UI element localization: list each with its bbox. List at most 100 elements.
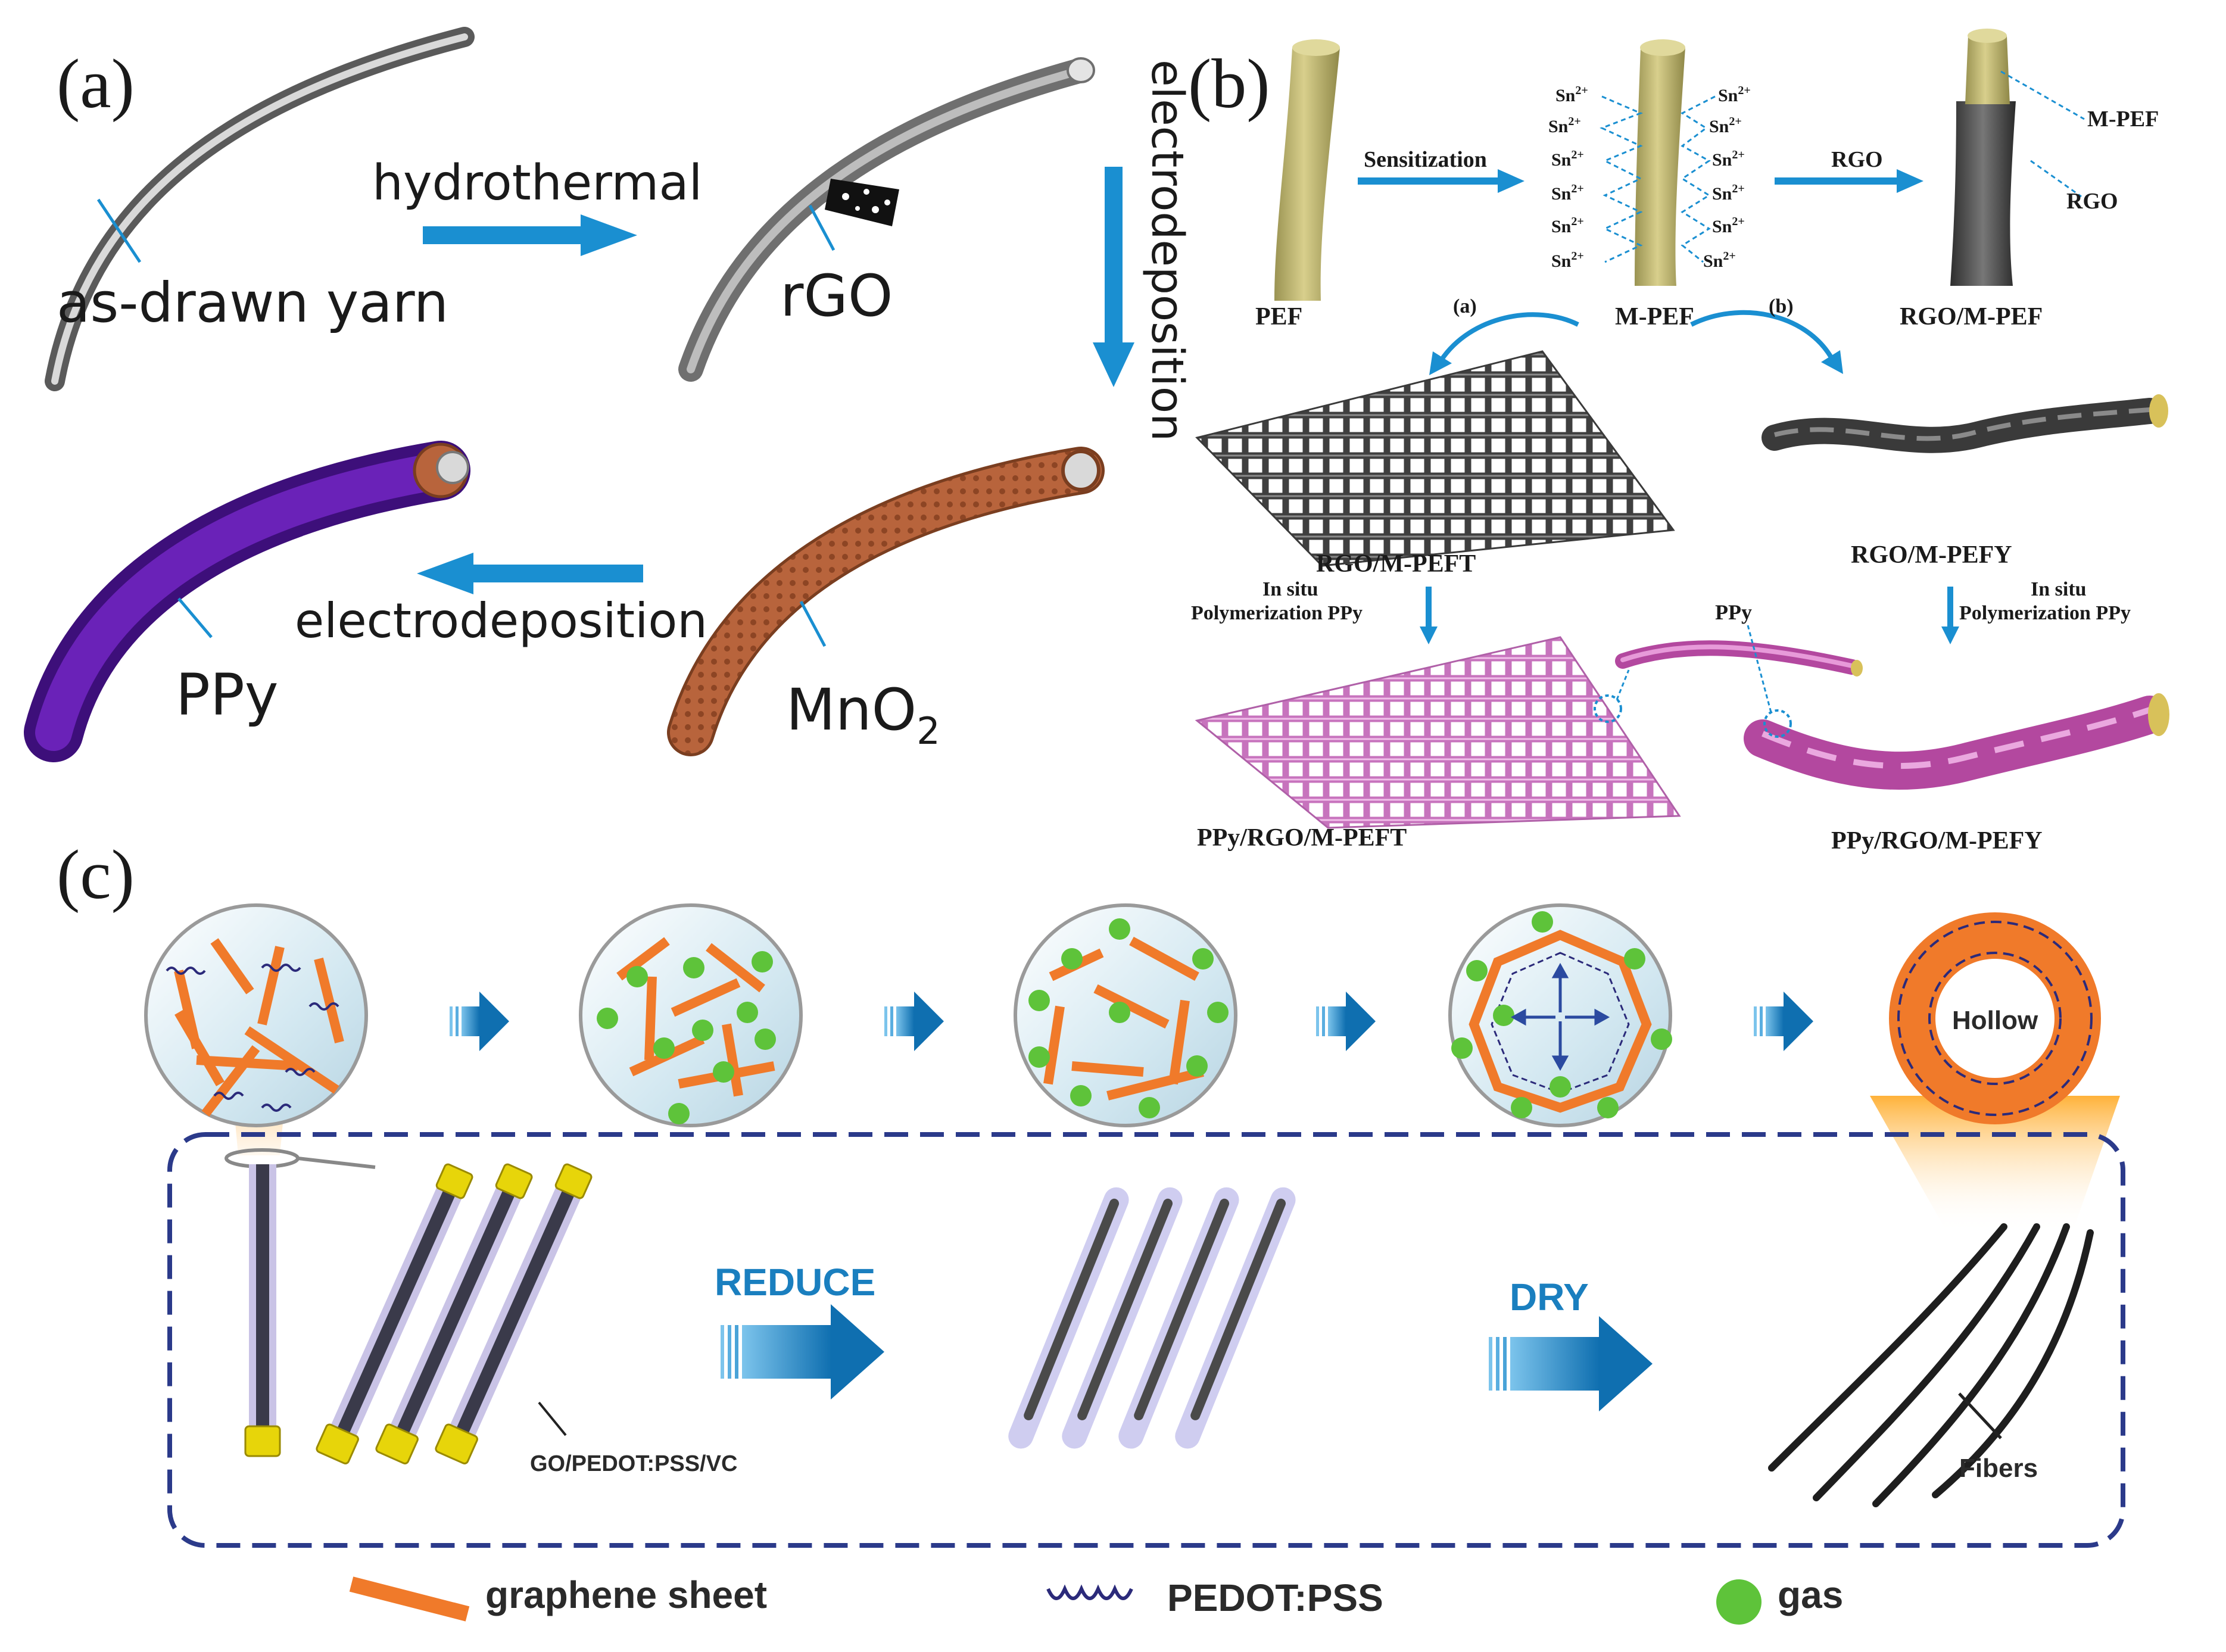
in-situ-right-arrow-head [1941,626,1959,644]
stage-arrow-1 [450,992,509,1051]
rgo-m-pefy-yarn [1762,394,2168,453]
m-pef-label: M-PEF [1615,303,1694,331]
sn-ion-l3: Sn2+ [1551,148,1584,170]
as-drawn-yarn-leader [96,198,142,263]
fibers-label: Fibers [1959,1454,2038,1483]
route-b-arrow [1690,310,1834,359]
pef-fiber [1274,48,1340,301]
panel-a-label: (a) [57,45,135,123]
as-drawn-yarn-label: as-drawn yarn [57,271,448,335]
dry-label: DRY [1510,1276,1589,1319]
rgo-arrow-head [1897,169,1923,193]
panel-a: (a) as-drawn yarn hydrothermal rGO elec [24,27,1193,762]
in-situ-right-line2: Polymerization PPy [1959,602,2131,624]
route-a-arrow [1439,312,1579,362]
stage-circle-4 [1448,903,1672,1127]
rgo-sheet-icon [825,179,899,226]
in-situ-left-line2: Polymerization PPy [1191,602,1363,624]
sensitization-arrow-shaft [1358,177,1501,185]
route-b-label: (b) [1769,295,1794,317]
electrodeposition-vertical-arrow [1093,167,1134,387]
m-pef-fiber [1635,48,1685,286]
rgo-m-pefy-label: RGO/M-PEFY [1851,541,2012,569]
sn-ion-r6: Sn2+ [1703,250,1736,271]
electrodeposition-horizontal-label: electrodeposition [295,593,707,649]
sn-ion-l2: Sn2+ [1548,115,1581,136]
ppy-rgo-m-pefy-yarn [1744,693,2169,790]
precursor-fibers [244,1163,593,1464]
sn-ion-r2: Sn2+ [1709,115,1742,136]
stage-arrow-4 [1754,992,1813,1051]
rgo-m-peft-fabric [1195,350,1675,567]
rgo-m-pef-label: RGO/M-PEF [1900,303,2043,331]
legend-gas-label: gas [1778,1573,1843,1616]
right-beam [1870,1096,2120,1233]
rgo-m-peft-label: RGO/M-PEFT [1316,550,1476,578]
sn-ion-r5: Sn2+ [1712,215,1745,236]
stage-circle-3 [1014,903,1237,1127]
sn-ion-l5: Sn2+ [1551,215,1584,236]
dried-fibers [1768,1223,2094,1507]
fibers-leader [1958,1392,2002,1439]
panel-c: (c) [57,836,2125,1625]
route-a-label: (a) [1453,295,1477,317]
ppy-rgo-m-pefy-label: PPy/RGO/M-PEFY [1831,827,2043,855]
sn-ion-r3: Sn2+ [1712,148,1745,170]
panel-c-label: (c) [57,836,135,914]
hydrothermal-arrow [423,214,637,256]
reduce-label: REDUCE [715,1261,875,1304]
sensitization-label: Sensitization [1364,147,1487,172]
ppy-single-fiber [1615,640,1863,700]
sn-ion-l4: Sn2+ [1551,182,1584,204]
pef-label: PEF [1255,303,1302,331]
legend-graphene-sheet: graphene sheet [349,1573,767,1622]
legend-gas: gas [1716,1573,1843,1625]
rgo-arrow-shaft [1775,177,1900,185]
process-dashed-box [167,1132,2125,1548]
sn-ion-links [1600,95,1716,263]
stage-circle-1 [144,903,368,1127]
rgo-label: rGO [780,263,893,329]
legend-pedot-pss: PEDOT:PSS [1046,1576,1383,1619]
legend: graphene sheet PEDOT:PSS gas [349,1573,1843,1625]
panel-b-label: (b) [1188,45,1270,123]
hollow-ring [1889,912,2101,1124]
rgo-arrow-label: RGO [1831,147,1883,172]
ppy-callout-label: PPy [1715,600,1752,624]
sn-ion-r1: Sn2+ [1718,84,1751,105]
hydrothermal-label: hydrothermal [372,155,702,211]
precursor-label: GO/PEDOT:PSS/VC [530,1451,737,1476]
rgo-m-pef-fiber [1950,101,2016,286]
electrodeposition-horizontal-arrow [417,553,643,594]
dry-arrow [1489,1316,1653,1411]
legend-graphene-label: graphene sheet [485,1573,767,1616]
ppy-fabric-zoom-circle [1594,694,1622,723]
sensitization-arrow-head [1498,169,1524,193]
in-situ-left-line1: In situ [1262,578,1318,600]
in-situ-left-arrow-head [1420,626,1438,644]
mno2-label: MnO2 [786,677,940,753]
rgo-leader [808,204,835,251]
precursor-leader [538,1401,567,1436]
ppy-label: PPy [176,662,279,728]
ppy-callout-leader [1747,625,1773,715]
ppy-rgo-m-peft-label: PPy/RGO/M-PEFT [1197,824,1407,852]
sn-ion-l6: Sn2+ [1551,250,1584,271]
in-situ-right-line1: In situ [2031,578,2087,600]
mno2-leader [799,600,827,647]
sn-ion-r4: Sn2+ [1712,182,1745,204]
stage-arrow-3 [1316,992,1376,1051]
in-situ-left-arrow-shaft [1426,587,1432,628]
stage-circle-2 [579,903,803,1127]
reduced-tubes [1008,1187,1296,1449]
panel-b: (b) PEF Sensitization Sn2+ Sn2+ Sn2+ Sn2… [1188,29,2169,855]
m-pef-callout: M-PEF [2087,107,2159,132]
sn-ion-labels: Sn2+ Sn2+ Sn2+ Sn2+ Sn2+ Sn2+ Sn2+ Sn2+ … [1548,84,1751,271]
ppy-leader [177,597,213,638]
reduce-arrow [721,1304,884,1399]
stage-arrow-2 [884,992,944,1051]
legend-pedot-label: PEDOT:PSS [1167,1576,1383,1619]
electrodeposition-vertical-label: electrodeposition [1142,60,1193,441]
rgo-callout: RGO [2066,189,2118,214]
